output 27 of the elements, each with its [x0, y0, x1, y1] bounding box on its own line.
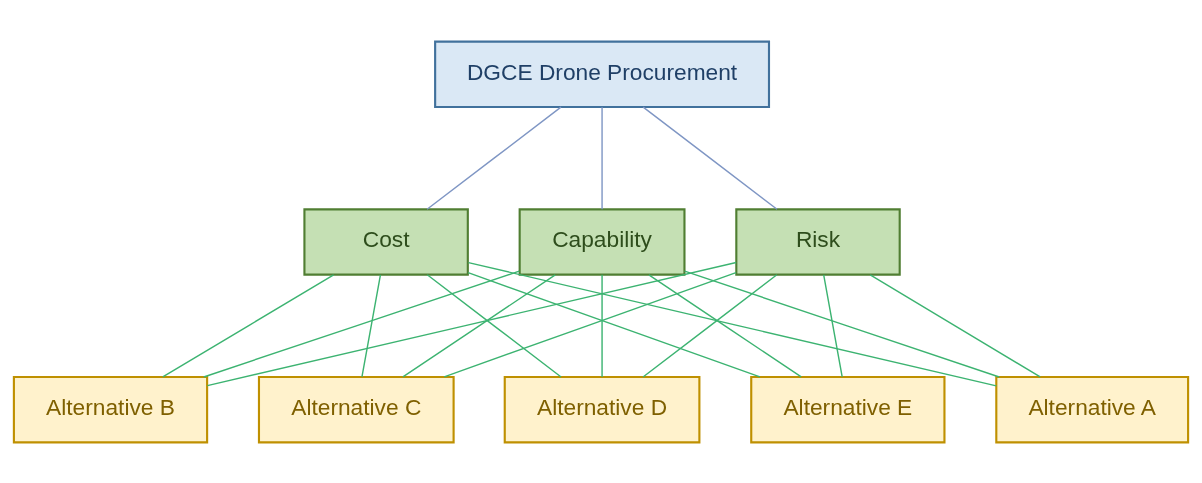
node-box: Alternative B	[12, 375, 209, 443]
connector	[361, 273, 382, 378]
connector	[467, 261, 997, 387]
node-box: DGCE Drone Procurement	[434, 40, 771, 108]
connector	[402, 273, 556, 378]
connector	[162, 273, 335, 378]
connector	[426, 273, 562, 378]
node-box: Capability	[518, 207, 686, 276]
connector	[203, 270, 520, 378]
connector	[601, 273, 603, 378]
connector	[426, 105, 562, 210]
node-box: Alternative C	[257, 375, 455, 443]
node-box: Alternative D	[503, 375, 701, 443]
node-box: Alternative E	[750, 375, 946, 443]
connector	[206, 261, 737, 386]
connector	[601, 105, 603, 210]
connector	[642, 273, 778, 378]
node-box: Cost	[303, 207, 469, 276]
connector	[869, 273, 1041, 378]
connector	[467, 271, 761, 378]
node-box: Alternative A	[995, 375, 1190, 443]
connector	[443, 271, 737, 378]
connector	[648, 273, 802, 378]
connector	[642, 105, 778, 210]
connector	[683, 270, 1000, 378]
node-box: Risk	[735, 207, 901, 276]
connector	[823, 273, 843, 378]
